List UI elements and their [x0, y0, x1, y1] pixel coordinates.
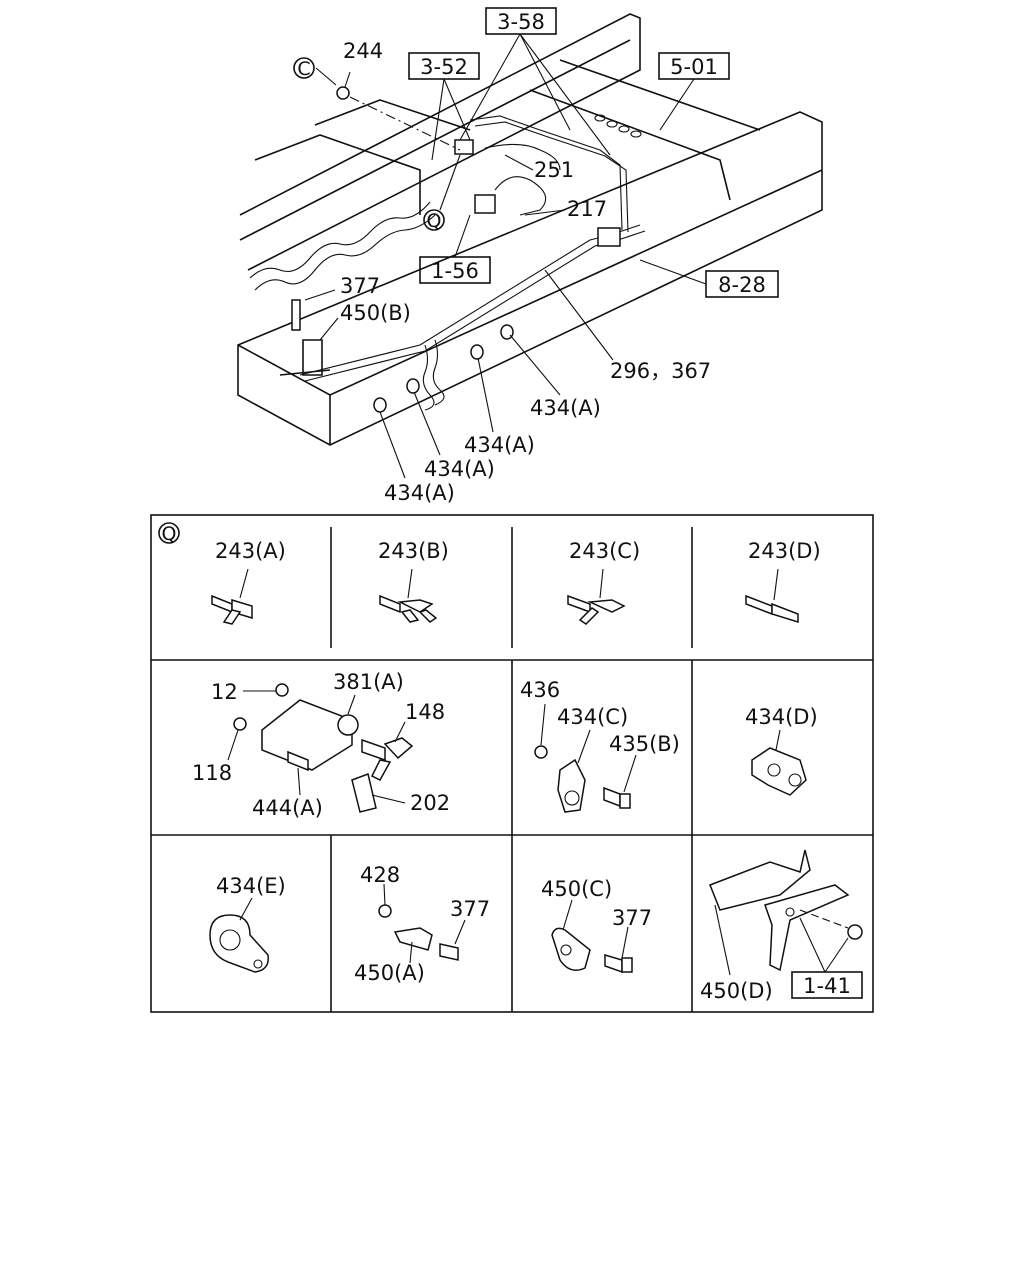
- nut-244: [336, 86, 350, 100]
- label-434a-2: 434(A): [464, 433, 535, 457]
- label-148: 148: [405, 700, 445, 724]
- ref-box-1-56: 1-56: [419, 256, 491, 284]
- clip-434e: [209, 897, 269, 973]
- joint-3-52: [454, 139, 474, 155]
- label-377-c: 377: [612, 906, 652, 930]
- clip-434d: [751, 729, 807, 796]
- chassis-frame-drawing: [237, 13, 823, 446]
- label-434c: 434(C): [557, 705, 628, 729]
- ref-box-1-41: 1-41: [791, 971, 863, 999]
- label-434e: 434(E): [216, 874, 286, 898]
- svg-text:C: C: [297, 58, 310, 80]
- label-381a: 381(A): [333, 670, 404, 694]
- clips-434a: [373, 324, 514, 413]
- detail-table: [150, 514, 874, 1013]
- label-450c: 450(C): [541, 877, 612, 901]
- label-217: 217: [567, 197, 607, 221]
- label-444a: 444(A): [252, 796, 323, 820]
- label-243a: 243(A): [215, 539, 286, 563]
- circle-mark-c: C: [293, 57, 315, 80]
- label-435b: 435(B): [609, 732, 680, 756]
- svg-text:3-58: 3-58: [497, 10, 545, 34]
- leader-lines: [304, 33, 707, 479]
- fitting-243c: [567, 568, 626, 625]
- rail-slots: [594, 114, 642, 138]
- label-12: 12: [211, 680, 238, 704]
- svg-text:3-52: 3-52: [420, 55, 468, 79]
- valve-217: [474, 194, 496, 214]
- label-450d: 450(D): [700, 979, 773, 1003]
- ref-box-3-58: 3-58: [485, 7, 557, 35]
- svg-text:Q: Q: [427, 210, 442, 232]
- label-243b: 243(B): [378, 539, 449, 563]
- svg-text:1-41: 1-41: [803, 974, 851, 998]
- label-243d: 243(D): [748, 539, 821, 563]
- label-434a-1: 434(A): [530, 396, 601, 420]
- svg-text:1-56: 1-56: [431, 259, 479, 283]
- label-202: 202: [410, 791, 450, 815]
- bolt-377: [291, 299, 301, 331]
- label-244: 244: [343, 39, 383, 63]
- svg-text:8-28: 8-28: [718, 273, 766, 297]
- fitting-243d: [745, 568, 799, 624]
- ref-box-8-28: 8-28: [705, 270, 779, 298]
- label-434a-4: 434(A): [384, 481, 455, 505]
- label-251: 251: [534, 158, 574, 182]
- fitting-243a: [211, 568, 253, 625]
- clip-434c: [534, 703, 637, 813]
- bracket-450d: [709, 849, 863, 976]
- label-450b: 450(B): [340, 301, 411, 325]
- label-428: 428: [360, 863, 400, 887]
- label-243c: 243(C): [569, 539, 640, 563]
- svg-text:5-01: 5-01: [670, 55, 718, 79]
- label-296-367: 296，367: [610, 359, 711, 383]
- label-450a: 450(A): [354, 961, 425, 985]
- label-434d: 434(D): [745, 705, 818, 729]
- bracket-assembly-381a: [227, 683, 414, 813]
- table-corner-mark: Q: [158, 522, 180, 545]
- label-377-a: 377: [450, 897, 490, 921]
- ref-box-3-52: 3-52: [408, 52, 480, 80]
- label-436: 436: [520, 678, 560, 702]
- junction-8-28: [597, 227, 621, 247]
- fitting-243b: [379, 568, 438, 623]
- bracket-450a: [378, 883, 466, 964]
- ref-box-5-01: 5-01: [658, 52, 730, 80]
- bracket-450c: [551, 899, 633, 974]
- label-377: 377: [340, 274, 380, 298]
- circle-mark-q: Q: [423, 209, 445, 232]
- svg-text:Q: Q: [162, 523, 177, 545]
- label-118: 118: [192, 761, 232, 785]
- label-434a-3: 434(A): [424, 457, 495, 481]
